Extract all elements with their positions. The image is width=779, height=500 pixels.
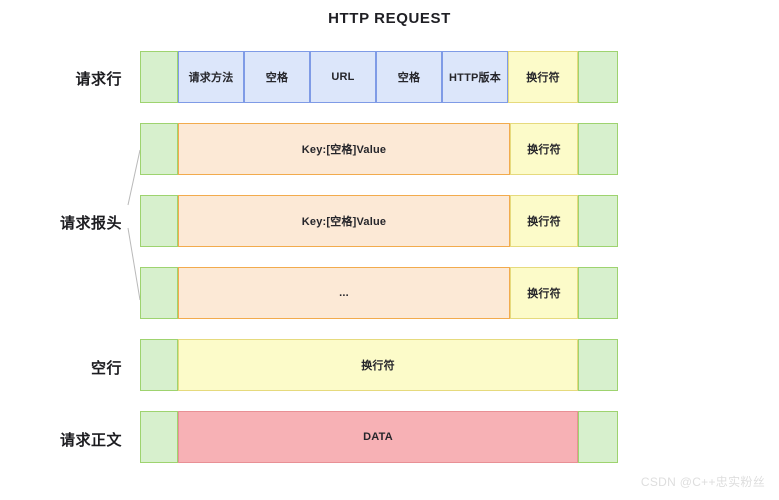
cell-end-marker	[578, 195, 618, 247]
row-blank-line: 换行符	[140, 339, 618, 391]
cell-newline-3: 换行符	[510, 195, 578, 247]
cell-http-version: HTTP版本	[442, 51, 508, 103]
row-label-blank-line: 空行	[90, 360, 122, 377]
row-request-body: DATA	[140, 411, 618, 463]
row-label-request-headers: 请求报头	[59, 215, 122, 232]
cell-end-marker	[578, 51, 618, 103]
cell-start-marker	[140, 51, 178, 103]
cell-end-marker	[578, 267, 618, 319]
row-header-1: Key:[空格]Value 换行符	[140, 123, 618, 175]
cell-end-marker	[578, 123, 618, 175]
row-header-2: Key:[空格]Value 换行符	[140, 195, 618, 247]
cell-key-value: Key:[空格]Value	[178, 195, 510, 247]
cell-end-marker	[578, 411, 618, 463]
row-request-line: 请求方法 空格 URL 空格 HTTP版本 换行符	[140, 51, 618, 103]
diagram-title: HTTP REQUEST	[328, 10, 451, 27]
cell-end-marker	[578, 339, 618, 391]
row-label-request-line: 请求行	[75, 71, 122, 88]
cell-request-method: 请求方法	[178, 51, 244, 103]
cell-key-value: Key:[空格]Value	[178, 123, 510, 175]
cell-space-1: 空格	[244, 51, 310, 103]
row-label-request-body: 请求正文	[59, 432, 122, 449]
cell-newline-5: 换行符	[178, 339, 578, 391]
cell-newline-1: 换行符	[508, 51, 578, 103]
cell-start-marker	[140, 195, 178, 247]
cell-newline-4: 换行符	[510, 267, 578, 319]
cell-url: URL	[310, 51, 376, 103]
cell-start-marker	[140, 339, 178, 391]
cell-newline-2: 换行符	[510, 123, 578, 175]
cell-start-marker	[140, 123, 178, 175]
cell-space-2: 空格	[376, 51, 442, 103]
cell-data: DATA	[178, 411, 578, 463]
row-header-ellipsis: ... 换行符	[140, 267, 618, 319]
cell-start-marker	[140, 411, 178, 463]
cell-start-marker	[140, 267, 178, 319]
watermark: CSDN @C++忠实粉丝	[640, 475, 765, 489]
cell-ellipsis: ...	[178, 267, 510, 319]
